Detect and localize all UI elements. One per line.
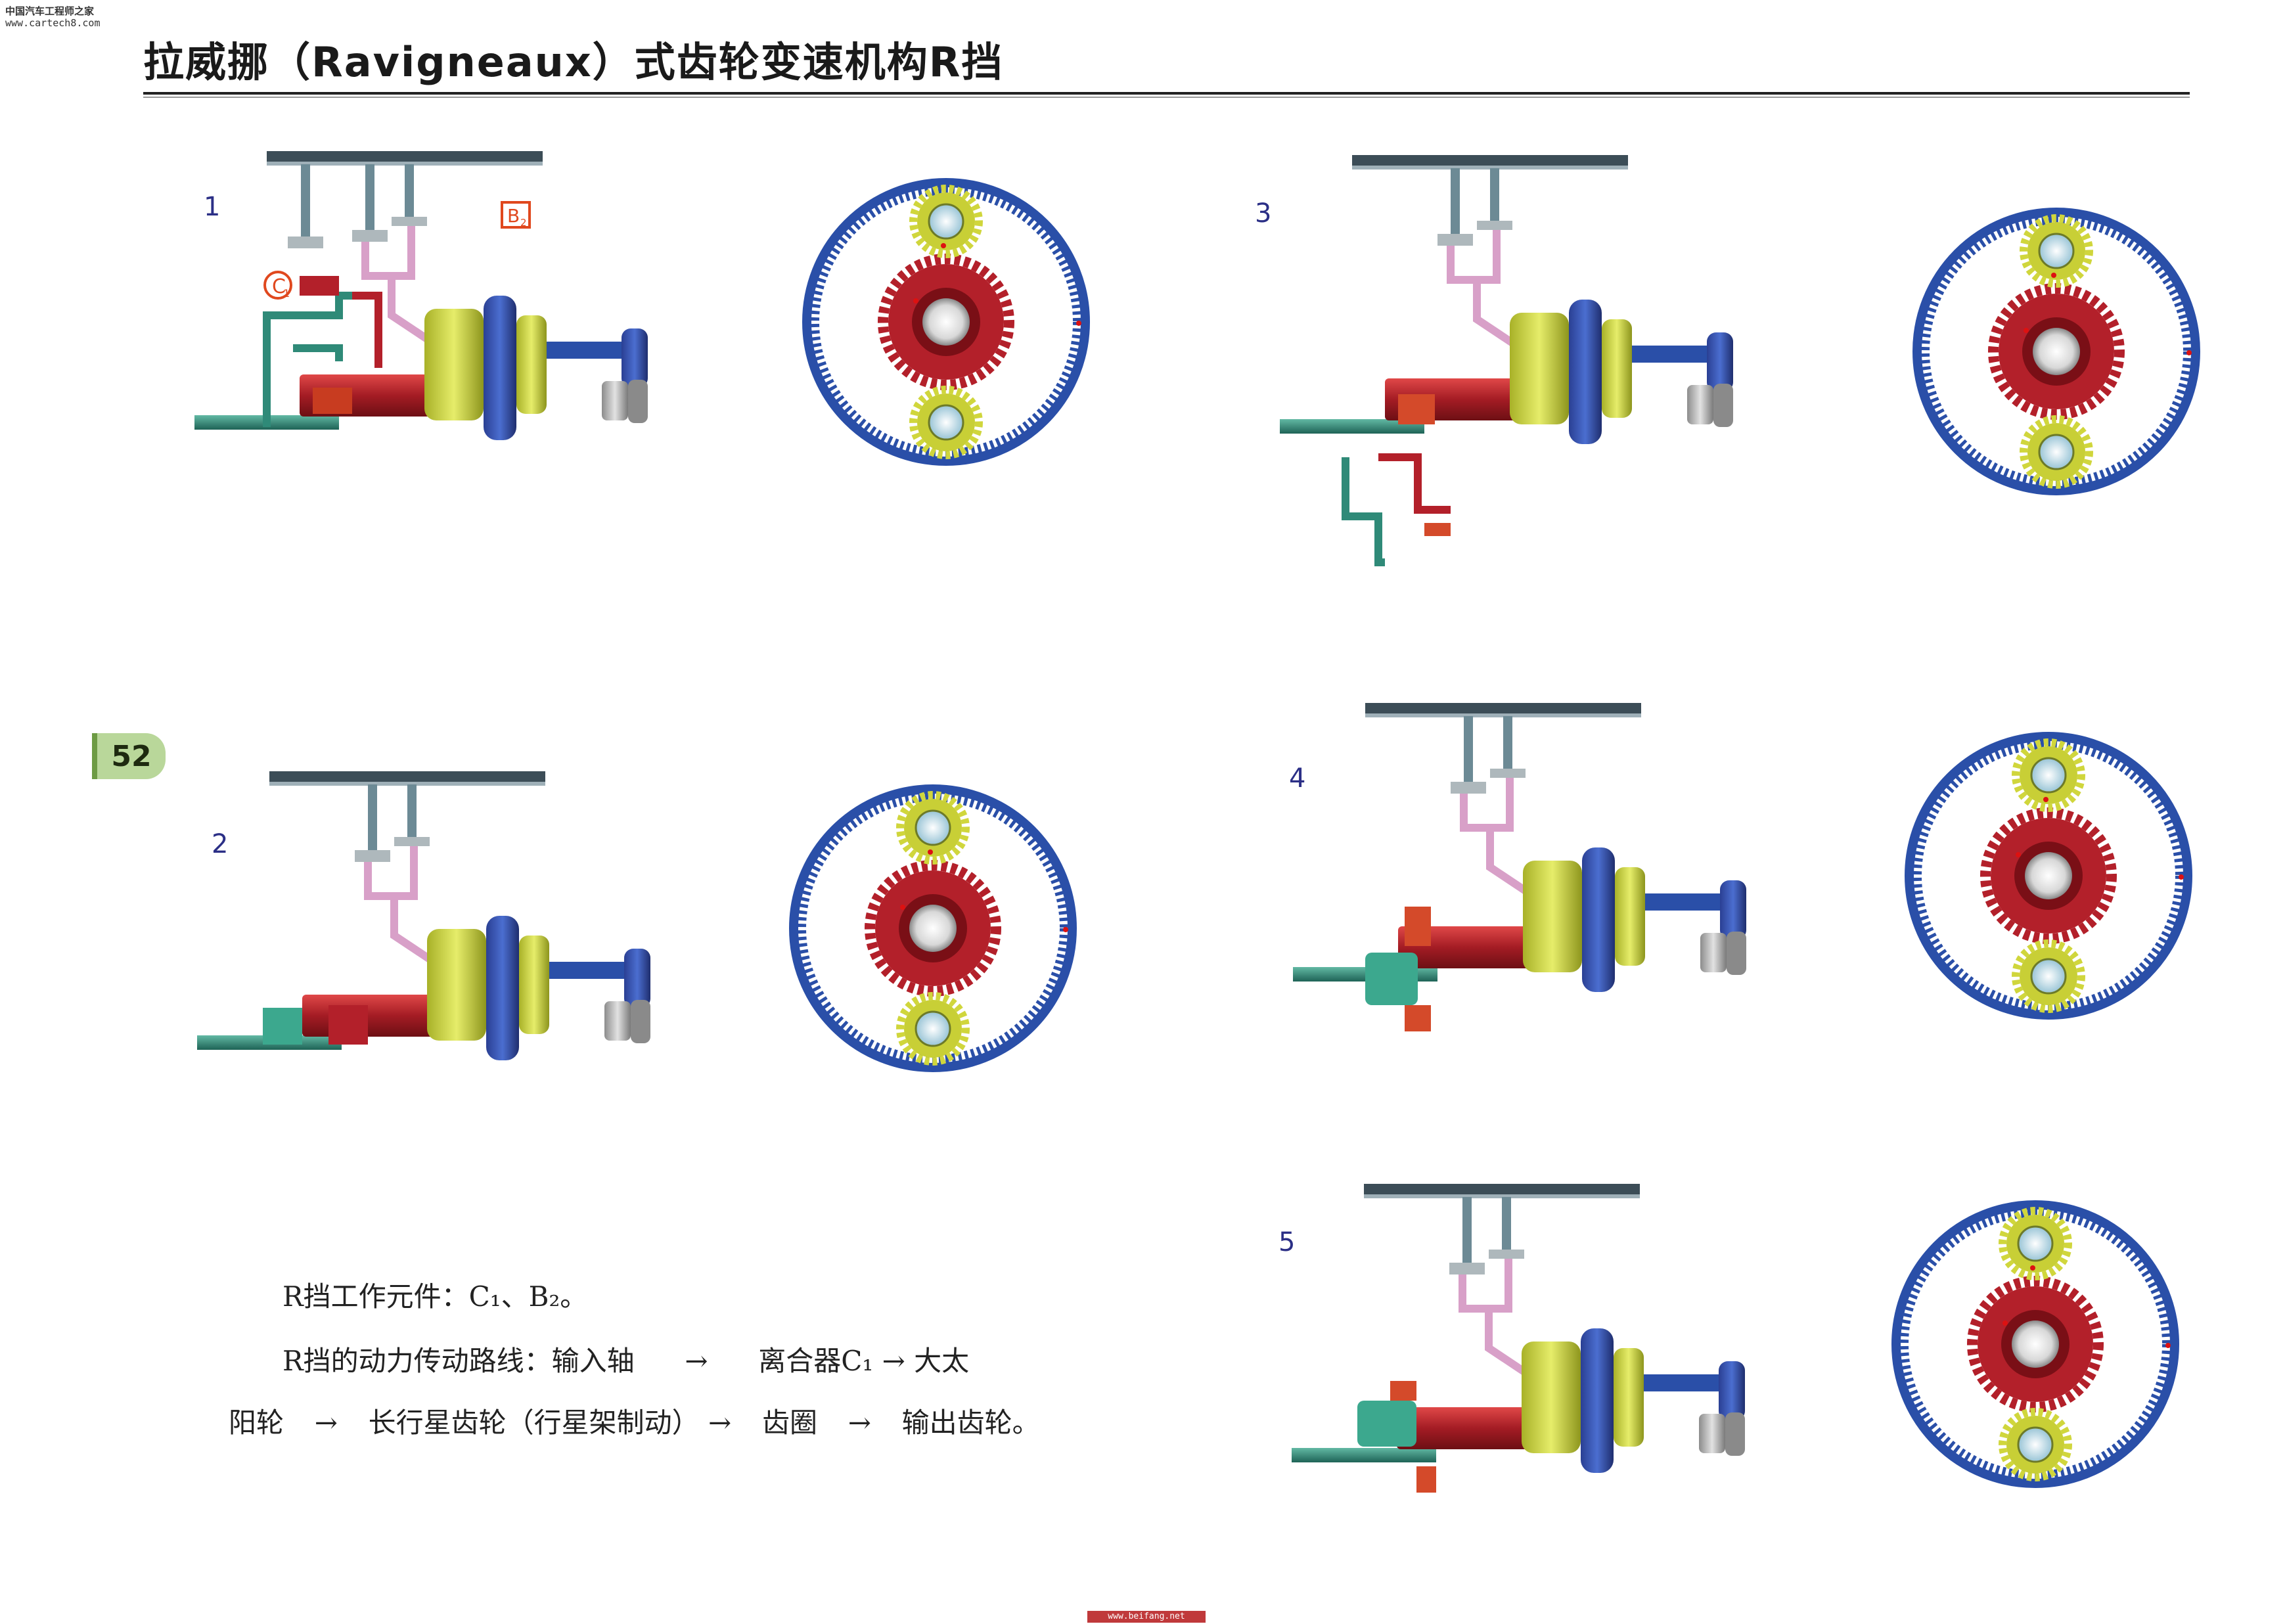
arrow-icon: → bbox=[708, 1407, 732, 1439]
mechanism-figure-1 bbox=[194, 151, 648, 440]
arrow-icon: → bbox=[314, 1407, 338, 1439]
note-line-2-part-a: R挡的动力传动路线：输入轴 bbox=[283, 1345, 635, 1377]
watermark-site-name: 中国汽车工程师之家 bbox=[5, 5, 95, 17]
title-rule bbox=[143, 92, 2190, 95]
ring-gear-view-2 bbox=[794, 789, 1072, 1068]
figure-number-4: 4 bbox=[1289, 763, 1306, 794]
mechanism-figure-5 bbox=[1292, 1184, 1745, 1493]
note-line-3-part-d: 输出齿轮。 bbox=[901, 1407, 1040, 1439]
mechanism-figure-3 bbox=[1280, 155, 1733, 566]
figure-number-3: 3 bbox=[1255, 198, 1272, 229]
note-line-3-part-a: 阳轮 bbox=[229, 1407, 284, 1439]
ring-gear-view-1 bbox=[807, 183, 1085, 461]
note-line-2: R挡的动力传动路线：输入轴 → 离合器C₁ → 大太 bbox=[283, 1339, 969, 1379]
arrow-icon: → bbox=[882, 1345, 905, 1377]
figure-number-1: 1 bbox=[204, 192, 221, 222]
ring-gear-view-5 bbox=[1896, 1205, 2175, 1483]
svg-text:C: C bbox=[272, 275, 286, 298]
note-line-3-part-c: 齿圈 bbox=[761, 1407, 817, 1439]
ring-gear-view-4 bbox=[1909, 736, 2188, 1015]
title-rule-shadow bbox=[143, 97, 2190, 98]
page-number: 52 bbox=[111, 739, 152, 773]
note-line-2-part-b: 离合器C₁ bbox=[758, 1345, 874, 1377]
note-line-3-part-b: 长行星齿轮（行星架制动） bbox=[368, 1407, 700, 1439]
watermark-url: www.cartech8.com bbox=[5, 17, 101, 29]
svg-text:2: 2 bbox=[520, 217, 527, 229]
page-title: 拉威挪（Ravigneaux）式齿轮变速机构R挡 bbox=[143, 38, 1004, 86]
mechanism-figure-2 bbox=[197, 771, 650, 1060]
note-line-1: R挡工作元件：C₁、B₂。 bbox=[283, 1280, 588, 1313]
mechanism-figure-4 bbox=[1293, 703, 1746, 1031]
note-line-3: 阳轮 → 长行星齿轮（行星架制动） → 齿圈 → 输出齿轮。 bbox=[229, 1401, 1040, 1441]
arrow-icon: → bbox=[685, 1345, 708, 1377]
figure-number-5: 5 bbox=[1278, 1227, 1296, 1257]
arrow-icon: → bbox=[848, 1407, 871, 1439]
brake-b2-label: B 2 bbox=[501, 201, 531, 229]
ring-gear-view-3 bbox=[1917, 212, 2196, 491]
footer-url-link[interactable]: www.beifang.net bbox=[1087, 1611, 1206, 1623]
svg-text:1: 1 bbox=[283, 287, 290, 300]
svg-text:B: B bbox=[507, 205, 520, 227]
clutch-c1-label: C 1 bbox=[263, 271, 292, 300]
note-line-2-part-c: 大太 bbox=[914, 1345, 970, 1377]
page-number-badge: 52 bbox=[92, 733, 166, 779]
figure-number-2: 2 bbox=[212, 829, 229, 859]
